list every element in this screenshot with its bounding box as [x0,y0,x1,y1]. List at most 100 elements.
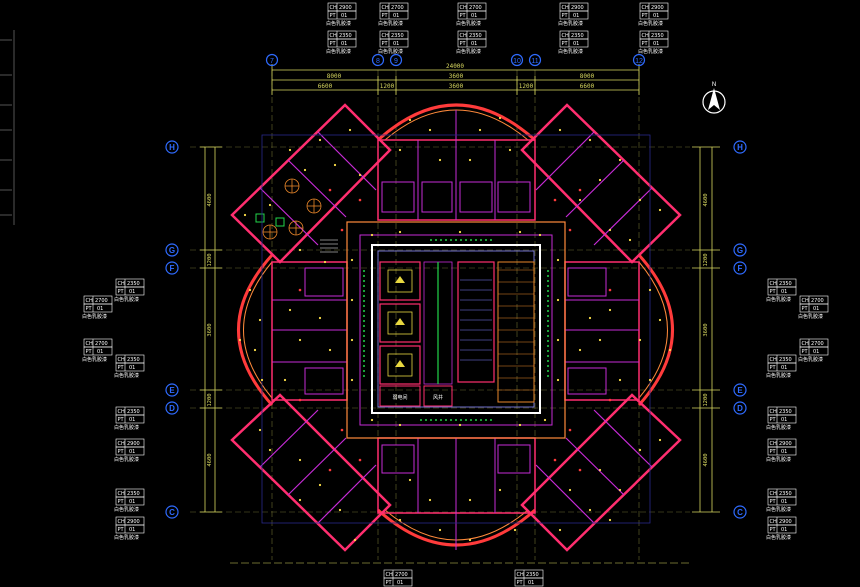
tag-left-2-pt-label: PT [86,349,93,355]
dim-1: 6600 [318,83,333,90]
elevator-icons [395,276,405,367]
tag-top-7-pt-value: 01 [573,41,579,47]
tag-top-8-pt-value: 01 [653,13,659,19]
grid-label-7: 7 [270,58,274,65]
light-point [513,528,517,532]
grid-label-left-d: D [169,404,175,413]
sprinkler-point [340,228,344,232]
tag-right-1-desc: 白色乳胶漆 [798,313,823,320]
light-point [628,238,632,242]
light-point [253,348,257,352]
tag-left-5-ch-label: CH [118,441,125,447]
tag-top-5-pt-label: PT [460,41,467,47]
tag-left-1-ch-value: 2700 [95,298,108,304]
tag-top-5-ch-label: CH [460,33,467,39]
right-side-dim-4: 1200 [703,393,709,406]
right-side-dim-5: 4600 [703,453,709,466]
tag-right-6-pt-box [767,496,797,506]
light-point [658,318,662,322]
elevator-shafts [379,261,421,385]
tag-right-3-ch-value: 2350 [779,357,792,363]
tag-top-0-ch-label: CH [330,5,337,11]
light-point [248,288,252,292]
light-point [328,348,332,352]
side-dim-3: 3600 [207,323,213,336]
light-point [238,338,242,342]
tag-right-7-pt-value: 01 [781,527,787,533]
light-point [258,428,262,432]
light-point [303,168,307,172]
tag-top-7-ch-label: CH [562,33,569,39]
tag-top-3-pt-value: 01 [393,41,399,47]
tag-top-9-desc: 白色乳胶漆 [638,48,663,55]
tag-left-1-pt-label: PT [86,306,93,312]
tag-right-5-desc: 白色乳胶漆 [766,456,791,463]
light-point [508,148,512,152]
sprinkler-point [608,288,612,292]
tag-top-4-pt-box [457,10,487,20]
grid-label-12: 12 [635,58,643,65]
tag-top-3-desc: 白色乳胶漆 [378,48,403,55]
tag-left-6-ch-label: CH [118,491,125,497]
light-point [468,158,472,162]
tag-right-0-pt-value: 01 [781,289,787,295]
grid-label-9: 9 [394,58,398,65]
tag-left-0-pt-value: 01 [129,289,135,295]
tag-right-0-ch-label: CH [770,281,777,287]
light-point [648,288,652,292]
light-points [238,116,672,542]
tag-top-7-desc: 白色乳胶漆 [558,48,583,55]
tag-top-6-desc: 白色乳胶漆 [558,20,583,27]
tag-right-4-ch-label: CH [770,409,777,415]
tag-top-5-pt-value: 01 [471,41,477,47]
tag-left-5-pt-box [115,446,145,456]
light-point [323,260,327,264]
light-point [353,538,357,542]
stair-hatch-lines [498,269,534,391]
tag-left-1-ch-label: CH [86,298,93,304]
tag-left-3-pt-label: PT [118,365,125,371]
tag-right-7-ch-label: CH [770,519,777,525]
light-point [498,488,502,492]
tag-left-4-pt-box [115,414,145,424]
dim-total: 24000 [446,63,464,70]
grid-label-right-h: H [737,143,743,152]
tag-bottom-1-pt-value: 01 [528,580,534,586]
tag-bottom-1-ch-label: CH [517,572,524,578]
tag-right-2-ch-label: CH [802,341,809,347]
tag-right-6-pt-value: 01 [781,499,787,505]
tag-right-2-pt-box [799,346,829,356]
tag-top-6-ch-value: 2900 [571,5,584,11]
light-point [288,308,292,312]
light-point [438,158,442,162]
corridor-ring-inner [359,234,553,426]
light-point [518,423,522,427]
sw-wing [230,393,392,552]
light-point [398,148,402,152]
tag-right-6-pt-label: PT [770,499,777,505]
light-point [260,378,264,382]
light-point [348,128,352,132]
side-dim-5: 4600 [207,453,213,466]
grid-bubbles-right [733,140,747,519]
sprinkler-point [568,428,572,432]
sprinkler-point [578,188,582,192]
light-point [318,316,322,320]
light-point [498,116,502,120]
tag-bottom-0-ch-value: 2700 [395,572,408,578]
tag-left-3-ch-value: 2350 [127,357,140,363]
light-point [668,348,672,352]
tag-left-4-pt-label: PT [118,417,125,423]
tag-right-4-desc: 白色乳胶漆 [766,424,791,431]
tag-top-4-ch-value: 2700 [469,5,482,11]
tag-top-1-ch-label: CH [330,33,337,39]
tag-left-6-pt-label: PT [118,499,125,505]
tag-right-1-ch-label: CH [802,298,809,304]
tag-top-2-pt-label: PT [382,13,389,19]
tag-left-2-desc: 白色乳胶漆 [82,356,107,363]
